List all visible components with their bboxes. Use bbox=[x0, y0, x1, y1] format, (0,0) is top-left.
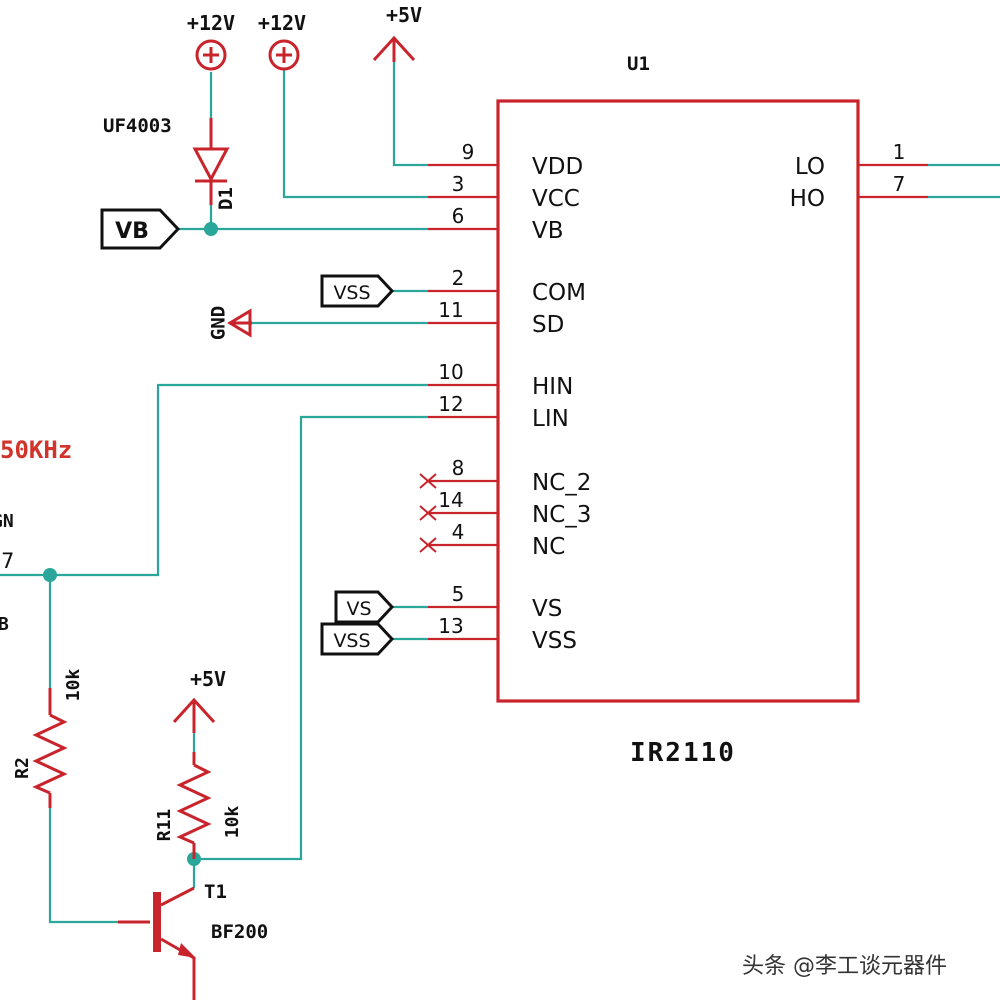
junction-dot bbox=[204, 222, 218, 236]
wire-r2-bottom bbox=[48, 808, 118, 924]
t1-part-label: BF200 bbox=[211, 921, 268, 943]
net-label-flag bbox=[100, 208, 181, 250]
pin-name: NC_3 bbox=[532, 502, 591, 528]
power-label: +5V bbox=[190, 667, 226, 691]
resistor-r2: R2 10k bbox=[12, 669, 84, 808]
r2-ref-label: R2 bbox=[12, 757, 33, 779]
resistor-zigzag-icon bbox=[176, 763, 212, 845]
r2-value-label: 10k bbox=[63, 669, 84, 702]
pin-number: 3 bbox=[452, 172, 465, 196]
power-label: +5V bbox=[386, 3, 422, 27]
wire-12v-vcc bbox=[282, 70, 428, 199]
no-connect-x bbox=[419, 505, 437, 521]
pin-number: 1 bbox=[893, 140, 906, 164]
pin-number: 6 bbox=[452, 204, 465, 228]
no-connect-markers bbox=[419, 473, 437, 553]
pin-number: 8 bbox=[452, 456, 465, 480]
wire-5v-vdd bbox=[392, 62, 428, 167]
pin-name: VCC bbox=[532, 186, 580, 212]
net-label-text: VSS bbox=[333, 630, 370, 652]
clipped-label: GN bbox=[0, 511, 14, 532]
power-12v-b-symbol: +12V bbox=[258, 11, 306, 71]
ic-right-pins: 1 7 LO HO bbox=[790, 140, 1000, 212]
transistor-collector-icon bbox=[160, 886, 195, 907]
net-label-text: VSS bbox=[333, 282, 370, 304]
power-label: +12V bbox=[187, 11, 235, 35]
pin-name: VDD bbox=[532, 154, 583, 180]
ic-ref-label: U1 bbox=[627, 53, 650, 75]
pin-number: 12 bbox=[438, 392, 463, 416]
clipped-label: B bbox=[0, 614, 9, 635]
net-label-vss-13: VSS bbox=[320, 622, 395, 656]
power-circle-icon bbox=[268, 39, 300, 71]
pin-name: VSS bbox=[532, 628, 577, 654]
pin-name: LO bbox=[795, 154, 825, 180]
arrow-up-icon bbox=[172, 697, 216, 733]
pin-name: NC_2 bbox=[532, 470, 591, 496]
pin-name: HO bbox=[790, 186, 825, 212]
diode-part-label: UF4003 bbox=[103, 115, 172, 137]
net-label-flag bbox=[320, 622, 395, 656]
diode-triangle-icon bbox=[192, 147, 230, 183]
frequency-label: 50KHz bbox=[0, 436, 72, 464]
pin-number: 14 bbox=[438, 488, 463, 512]
gnd-symbol: GND bbox=[208, 306, 252, 340]
no-connect-x bbox=[419, 473, 437, 489]
net-label-flag bbox=[334, 590, 395, 624]
resistor-zigzag-icon bbox=[32, 713, 68, 795]
resistor-r11: R11 10k bbox=[154, 752, 243, 859]
ic-body bbox=[496, 99, 860, 703]
pin-number: 5 bbox=[452, 582, 465, 606]
power-5v-top-symbol: +5V bbox=[372, 3, 422, 62]
gnd-label: GND bbox=[208, 306, 230, 340]
clipped-pin-number: 7 bbox=[1, 549, 14, 573]
t1-ref-label: T1 bbox=[204, 881, 227, 903]
arrow-up-icon bbox=[372, 35, 416, 62]
power-12v-a-symbol: +12V bbox=[187, 11, 235, 71]
ic-left-pins: 9 3 6 2 11 10 12 8 14 4 5 13 VDD VCC VB … bbox=[428, 140, 591, 654]
net-label-vs: VS bbox=[334, 590, 395, 624]
r11-ref-label: R11 bbox=[154, 809, 175, 842]
net-label-flag bbox=[320, 274, 395, 308]
wire-lin bbox=[194, 415, 428, 861]
plus-icon bbox=[276, 47, 292, 63]
no-connect-x bbox=[419, 537, 437, 553]
pin-name: VB bbox=[532, 218, 564, 244]
pin-name: COM bbox=[532, 280, 586, 306]
pin-name: NC bbox=[532, 534, 565, 560]
power-5v-low-symbol: +5V bbox=[172, 667, 226, 733]
ground-arrow-icon bbox=[227, 308, 252, 338]
diode-ref-label: D1 bbox=[215, 187, 237, 210]
power-label: +12V bbox=[258, 11, 306, 35]
transistor-t1: T1 BF200 bbox=[118, 881, 268, 1000]
watermark: 头条 @李工谈元器件 bbox=[742, 954, 947, 979]
pin-number: 9 bbox=[462, 140, 475, 164]
pin-name: SD bbox=[532, 312, 564, 338]
power-circle-icon bbox=[195, 39, 227, 71]
pin-name: VS bbox=[532, 596, 562, 622]
transistor-emitter-icon bbox=[160, 937, 196, 1000]
pin-number: 13 bbox=[438, 614, 463, 638]
net-label-vb: VB bbox=[100, 208, 181, 250]
pin-number: 11 bbox=[438, 298, 463, 322]
pin-number: 4 bbox=[452, 520, 465, 544]
pin-name: LIN bbox=[532, 406, 569, 432]
diode-d1: UF4003 D1 bbox=[103, 115, 237, 210]
wires bbox=[0, 62, 428, 924]
ic-part-label: IR2110 bbox=[630, 738, 736, 768]
pin-number: 2 bbox=[452, 266, 465, 290]
emitter-arrow-icon bbox=[178, 943, 196, 958]
wire-hin bbox=[0, 383, 428, 577]
pin-name: HIN bbox=[532, 374, 573, 400]
net-label-text: VB bbox=[115, 219, 149, 244]
pin-number: 7 bbox=[893, 172, 906, 196]
junction-dot bbox=[43, 568, 57, 582]
plus-icon bbox=[203, 47, 219, 63]
net-label-vss-com: VSS bbox=[320, 274, 395, 308]
net-label-text: VS bbox=[346, 598, 371, 620]
r11-value-label: 10k bbox=[222, 806, 243, 839]
pin-number: 10 bbox=[438, 360, 463, 384]
